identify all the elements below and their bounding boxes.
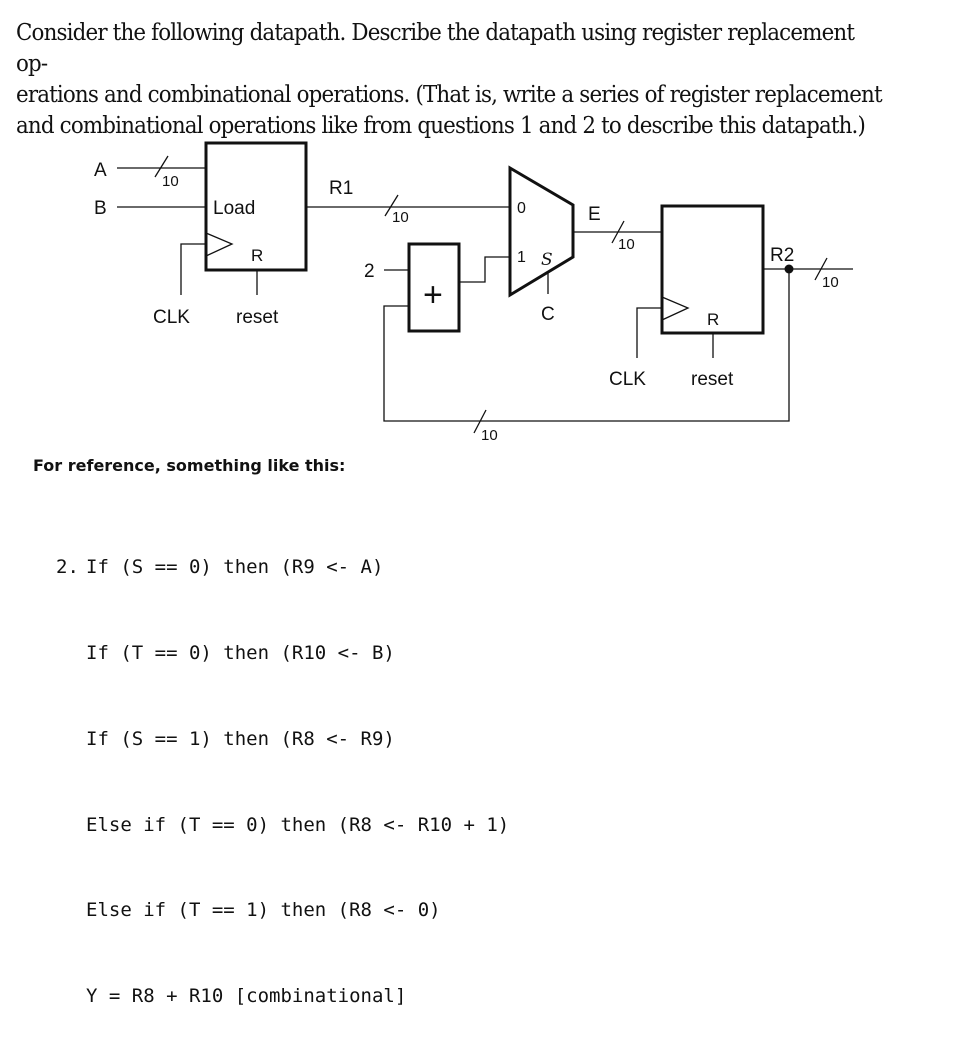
code-text: If (S == 0) then (R9 <- A) [86, 556, 384, 579]
code-text: Else if (T == 0) then (R8 <- R10 + 1) [86, 813, 510, 836]
mux-input-0-label: 0 [517, 200, 526, 217]
adder-plus-icon: + [423, 276, 443, 314]
bus-width-label: 10 [618, 236, 635, 253]
mux-body [508, 165, 575, 298]
code-text: If (S == 1) then (R8 <- R9) [86, 727, 395, 750]
clock-wire [636, 307, 662, 358]
code-text: Y = R8 + R10 [combinational] [86, 985, 407, 1008]
code-line: Else if (T == 0) then (R8 <- R10 + 1) [56, 811, 509, 840]
reset-label: reset [236, 307, 279, 328]
mux-select-label: C [541, 304, 555, 325]
datapath-diagram: A 10 B Load R CLK reset R1 10 + 2 0 1 [94, 141, 853, 444]
input-b-label: B [94, 198, 107, 219]
clock-triangle-icon [661, 296, 690, 321]
r1-label: R1 [329, 178, 353, 199]
feedback-path: 10 [383, 269, 790, 444]
clock-label: CLK [153, 307, 190, 328]
bus-slash [814, 257, 828, 281]
code-line: If (T == 0) then (R10 <- B) [56, 639, 509, 668]
adder: + 2 [364, 242, 510, 333]
question-line: Consider the following datapath. Describ… [16, 20, 855, 77]
question-text: Consider the following datapath. Describ… [16, 18, 890, 142]
bus-width-label: 10 [392, 209, 409, 226]
load-pin-label: Load [213, 198, 255, 219]
clock-triangle-icon [205, 232, 234, 257]
reference-heading: For reference, something like this: [33, 456, 346, 475]
bus-slash [384, 194, 399, 217]
mux-select-pin-label: S [541, 250, 553, 270]
bus-width-label: 10 [822, 274, 839, 291]
clock-label: CLK [609, 369, 646, 390]
code-text: If (T == 0) then (R10 <- B) [86, 641, 395, 664]
adder-output-wire [459, 256, 510, 283]
bus-slash [473, 409, 487, 434]
register-1: A 10 B Load R CLK reset [94, 141, 308, 328]
input-a-label: A [94, 160, 107, 181]
adder-constant-label: 2 [364, 261, 375, 282]
reset-pin-label: R [707, 310, 719, 329]
r2-label: R2 [770, 245, 794, 266]
code-line: Y = R8 + R10 [combinational] [56, 982, 509, 1011]
reference-code: 2. If (S == 0) then (R9 <- A) If (T == 0)… [56, 496, 509, 1039]
bus-slash [154, 155, 169, 178]
code-text: Else if (T == 1) then (R8 <- 0) [86, 899, 441, 922]
code-line: If (S == 1) then (R8 <- R9) [56, 725, 509, 754]
code-line: Else if (T == 1) then (R8 <- 0) [56, 896, 509, 925]
question-line: and combinational operations like from q… [16, 113, 866, 139]
adder-box [407, 242, 461, 333]
reset-label: reset [691, 369, 734, 390]
bus-slash [611, 220, 625, 244]
mux-input-1-label: 1 [517, 249, 526, 266]
mux: 0 1 S C E 10 [508, 165, 662, 325]
register-2: R CLK reset R2 10 [609, 204, 853, 390]
clock-wire [180, 243, 206, 295]
reset-pin-label: R [251, 246, 263, 265]
bus-width-label: 10 [162, 173, 179, 190]
mux-output-label: E [588, 204, 601, 225]
feedback-wire [383, 269, 790, 422]
item-number: 2. [56, 556, 79, 579]
code-line: 2. If (S == 0) then (R9 <- A) [56, 553, 509, 582]
question-line: erations and combinational operations. (… [16, 82, 883, 108]
r1-bus: R1 10 [306, 178, 510, 226]
bus-width-label: 10 [481, 427, 498, 444]
